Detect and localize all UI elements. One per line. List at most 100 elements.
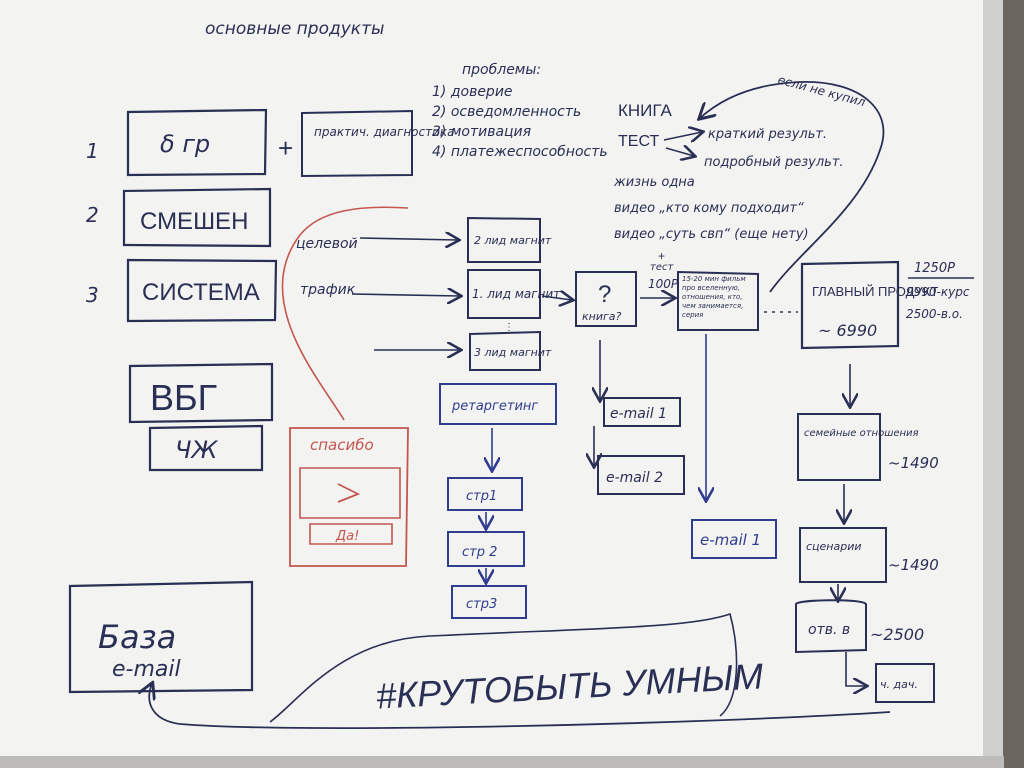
lead-magnet-label: 1. лид магнит: [472, 287, 561, 301]
price-option: 9990-курс: [906, 285, 970, 299]
product-box: [148, 424, 264, 472]
problems-heading: проблемы:: [462, 62, 541, 78]
traffic-source: целевой: [296, 236, 358, 252]
board-frame-shadow: [1003, 0, 1024, 768]
page-title: основные продукты: [205, 19, 384, 39]
thanks-video: [299, 467, 401, 519]
upsell-price: ~2500: [870, 625, 924, 644]
full-result: подробный результ.: [704, 155, 844, 170]
email-label: e-mail 1: [610, 406, 667, 422]
main-product-box: [800, 260, 900, 350]
email-box: [597, 455, 685, 495]
upsell-label: отв. в: [808, 622, 850, 638]
ellipsis-dots: ⋮: [504, 322, 514, 333]
problem-item: 1) доверие: [432, 84, 513, 100]
upsell-label: сценарии: [806, 540, 862, 553]
database-subtitle: e-mail: [112, 657, 181, 682]
email-label: e-mail 1: [700, 531, 761, 549]
book-question-box: [575, 271, 637, 327]
thanks-title: спасибо: [310, 436, 374, 454]
arrow-to-short-result: [663, 132, 702, 140]
product-number: 1: [86, 139, 99, 163]
play-icon: [337, 483, 361, 503]
lead-magnet-box: [467, 216, 541, 263]
plus-sign: +: [278, 133, 293, 163]
short-result: краткий результ.: [708, 127, 827, 142]
diagnostics-box: [301, 109, 413, 178]
price-option: 1250Р: [914, 261, 955, 276]
database-box: [68, 580, 254, 694]
return-to-database-arrow: [149, 684, 891, 729]
upsell-box: [875, 663, 935, 703]
email-box: [691, 519, 777, 559]
board-frame: [983, 0, 1003, 768]
product-box: [128, 362, 274, 424]
test-label: ТЕСТ: [618, 133, 659, 150]
retargeting-page-box: [447, 531, 525, 567]
question-mark: ?: [598, 281, 611, 308]
lead-magnet-box: [467, 269, 541, 319]
upsell-label: семейные отношения: [804, 428, 919, 439]
thanks-page: [289, 427, 409, 567]
problem-item: 3) мотивация: [432, 124, 531, 140]
upsell-box: [797, 413, 881, 481]
book-title: КНИГА: [618, 101, 672, 120]
result-page-box: [677, 270, 759, 331]
problem-item: 2) осведомленность: [432, 104, 581, 120]
book-line: видео „кто кому подходит“: [614, 201, 804, 216]
no-purchase-loop-arrow: [700, 81, 885, 293]
problem-item: 4) платежеспособность: [432, 144, 608, 160]
product-label: δ гр: [160, 130, 210, 158]
thanks-button-label: Да!: [335, 529, 359, 544]
retargeting-box: [439, 383, 557, 425]
result-page-text: 15-20 мин фильм про вселенную, отношения…: [682, 275, 746, 319]
thanks-button: [309, 523, 393, 545]
book-line: видео „суть свп“ (еще нету): [614, 227, 809, 242]
price-option: 2500-в.о.: [906, 307, 963, 321]
email-label: e-mail 2: [606, 470, 663, 486]
retargeting-page: стр3: [466, 597, 497, 612]
slogan-underline-loop: [269, 612, 738, 723]
lead-magnet-box: [469, 330, 541, 371]
test-price: 100Р: [648, 277, 679, 291]
product-box: [126, 258, 278, 323]
product-label: СМЕШЕН: [140, 208, 248, 235]
book-line: жизнь одна: [613, 175, 695, 190]
traffic-arrow: [351, 294, 460, 296]
product-box: [122, 187, 272, 248]
upsell-box: [795, 599, 867, 654]
retargeting-page: стр1: [466, 489, 497, 504]
upsell-price: ~1490: [888, 454, 939, 472]
database-title: База: [98, 618, 176, 656]
result-page-text-frame: 15-20 мин фильм про вселенную, отношения…: [682, 275, 746, 319]
test-plus-sign: +: [658, 249, 665, 263]
product-label: ЧЖ: [175, 436, 218, 464]
retargeting-page-box: [447, 477, 523, 511]
arrow-to-full-result: [665, 148, 694, 156]
email-box: [603, 397, 681, 427]
product-box: [126, 108, 268, 177]
board-bottom-edge: [0, 756, 1004, 768]
funnel-arrow: [541, 296, 572, 300]
upsell-price: ~1490: [888, 556, 939, 574]
upsell-arrow: [845, 652, 866, 686]
thanks-loop-line: [281, 206, 409, 421]
retargeting-page-box: [451, 585, 527, 619]
test-price-label: тест: [650, 262, 674, 273]
product-label: ВБГ: [150, 377, 217, 418]
question-label: книга?: [582, 310, 622, 323]
traffic-source: трафик: [300, 282, 356, 298]
diagnostics-label: практич. диагностика: [314, 125, 455, 139]
retargeting-page: стр 2: [462, 545, 497, 560]
main-product-price: ~ 6990: [818, 321, 877, 340]
retargeting-label: ретаргетинг: [451, 399, 538, 414]
product-label: СИСТЕМА: [142, 279, 260, 306]
product-number: 2: [86, 203, 99, 227]
traffic-arrow: [359, 238, 458, 240]
product-number: 3: [86, 283, 99, 307]
lead-magnet-label: 2 лид магнит: [474, 234, 552, 247]
upsell-label: ч. дач.: [880, 678, 918, 691]
lead-magnet-label: 3 лид магнит: [474, 346, 552, 359]
main-product-label: ГЛАВНЫЙ ПРОДУКТ: [812, 284, 938, 299]
